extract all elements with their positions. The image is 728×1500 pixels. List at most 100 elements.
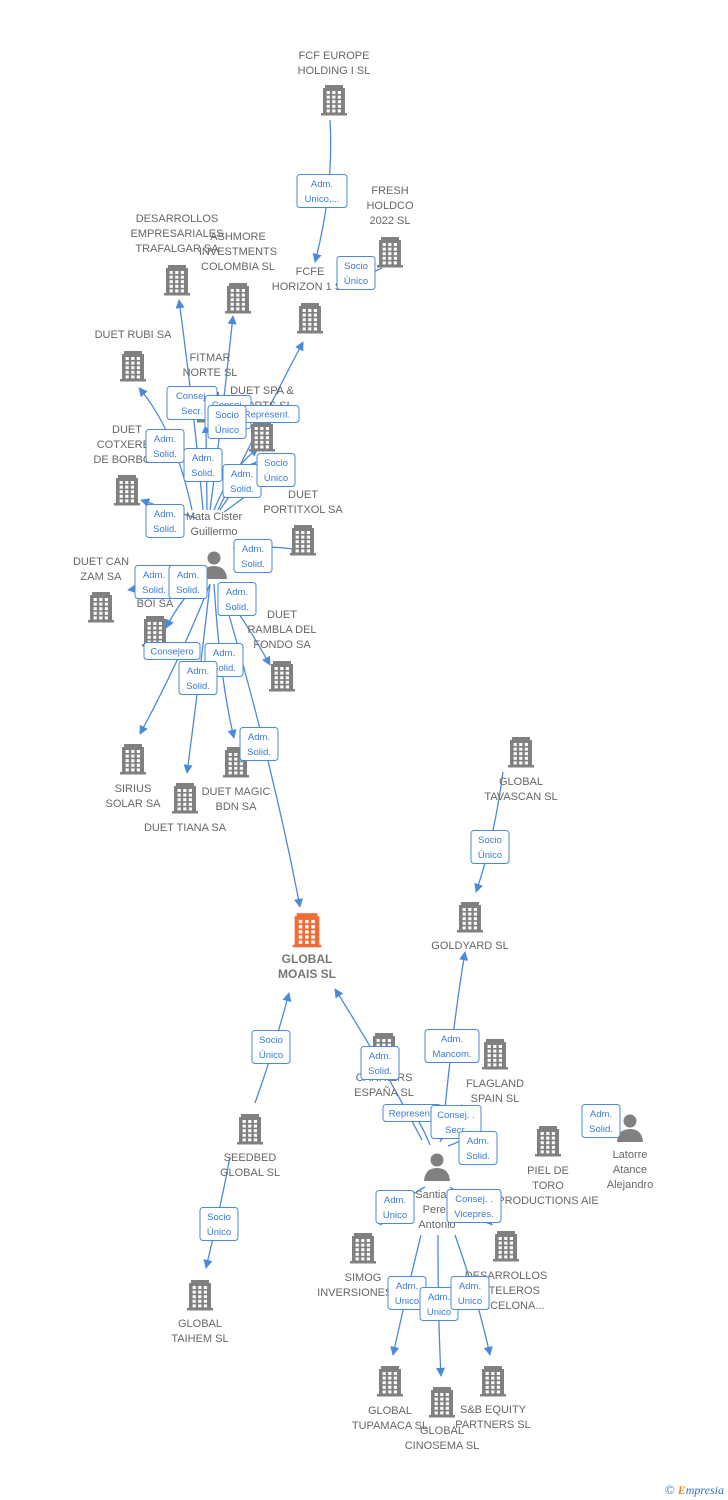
relation-label-text: Adm.	[311, 179, 333, 190]
relation-label-mata-boi[interactable]: Adm.Solid.	[168, 565, 208, 599]
node-label-line: S&B EQUITY	[460, 1404, 527, 1416]
relation-label-santiago-cinosema[interactable]: Adm.Unico	[419, 1287, 459, 1321]
building-icon	[114, 475, 140, 506]
node-label-line: DUET SPA &	[230, 385, 294, 397]
relation-label-box	[145, 504, 185, 538]
relation-label-santiago-carriers[interactable]: Represent.	[382, 1104, 442, 1122]
relation-label-text: Solid.	[186, 681, 210, 692]
relation-label-santiago-hoteleros[interactable]: Consej. .Vicepres.	[446, 1189, 502, 1223]
node-label-line: FCFE	[296, 266, 325, 278]
node-rubi[interactable]: DUET RUBI SA	[95, 329, 172, 382]
node-tiana[interactable]: DUET TIANA SA	[144, 783, 227, 834]
building-icon	[249, 421, 275, 452]
relation-label-mata-moais[interactable]: Adm.Solid.	[239, 727, 279, 761]
relation-label-fcf_europe-fcfe[interactable]: Adm.Unico,...	[296, 174, 348, 208]
relation-label-text: Socio	[215, 410, 239, 421]
relation-label-text: Socio	[207, 1212, 231, 1223]
node-label-line: SIRIUS	[115, 783, 152, 795]
node-label-line: GLOBAL	[368, 1405, 412, 1417]
relation-label-mata-fcfe[interactable]: Represent.	[234, 405, 300, 423]
relation-label-latorre-piel[interactable]: Adm.Solid.	[581, 1104, 621, 1138]
building-icon	[88, 592, 114, 623]
relation-label-text: Unico	[458, 1296, 482, 1307]
building-icon	[164, 265, 190, 296]
node-goldyard[interactable]: GOLDYARD SL	[431, 902, 509, 952]
relation-label-box	[446, 1189, 502, 1223]
relation-label-santiago-moais[interactable]: Adm.Solid.	[360, 1046, 400, 1080]
building-icon	[480, 1366, 506, 1397]
node-label-line: SIMOG	[345, 1272, 382, 1284]
relation-label-mata-can_zam[interactable]: Adm.Solid.	[134, 565, 174, 599]
relation-label-text: Represent.	[244, 410, 290, 421]
relation-label-box	[581, 1104, 621, 1138]
relation-label-mata-portitxol[interactable]: Adm.Solid.	[233, 539, 273, 573]
building-icon	[290, 525, 316, 556]
relation-label-santiago-flagland[interactable]: Consej. .Secr.	[430, 1105, 482, 1139]
node-label-line: ASHMORE	[210, 231, 266, 243]
relation-label-text: Consej.	[176, 391, 208, 402]
relation-label-text: Único	[207, 1227, 231, 1238]
relation-label-mata-duet_spa[interactable]: Adm.Solid.	[222, 464, 262, 498]
relation-label-text: Solid.	[191, 468, 215, 479]
relation-label-mata-sirius[interactable]: Consejero	[143, 642, 201, 660]
relation-label-santiago-simog[interactable]: Adm.Unico	[375, 1190, 415, 1224]
relation-label-santiago-flagland[interactable]: Adm.Solid.	[458, 1131, 498, 1165]
node-label-line: FLAGLAND	[466, 1078, 524, 1090]
relation-label-box	[239, 727, 279, 761]
node-label-line: MOAIS SL	[278, 967, 336, 981]
relation-label-santiago-sb_equity[interactable]: Adm.Unico	[450, 1276, 490, 1310]
relation-label-mata-fitmar[interactable]: Adm.Solid.	[183, 448, 223, 482]
node-label-line: SEEDBED	[224, 1152, 277, 1164]
person-icon	[424, 1153, 450, 1181]
relation-label-text: Adm.	[396, 1281, 418, 1292]
node-label-line: CINOSEMA SL	[405, 1440, 480, 1452]
relation-label-mata-rubi[interactable]: Adm.Solid.	[145, 429, 185, 463]
relation-label-santiago-goldyard[interactable]: Adm.Mancom.	[424, 1029, 480, 1063]
relation-label-box	[256, 453, 296, 487]
relation-label-mata-rambla[interactable]: Adm.Solid.	[217, 582, 257, 616]
node-label-line: HOLDING I SL	[298, 65, 371, 77]
relation-label-box	[168, 565, 208, 599]
relation-label-box	[143, 642, 201, 660]
relation-label-box	[233, 539, 273, 573]
relation-label-text: Único	[259, 1050, 283, 1061]
node-label-line: GLOBAL	[178, 1318, 222, 1330]
relation-label-box	[178, 661, 218, 695]
relation-label-mata-tiana[interactable]: Adm.Solid.	[178, 661, 218, 695]
relation-label-mata-cotxeres[interactable]: Adm.Solid.	[145, 504, 185, 538]
node-label-line: DESARROLLOS	[136, 213, 219, 225]
